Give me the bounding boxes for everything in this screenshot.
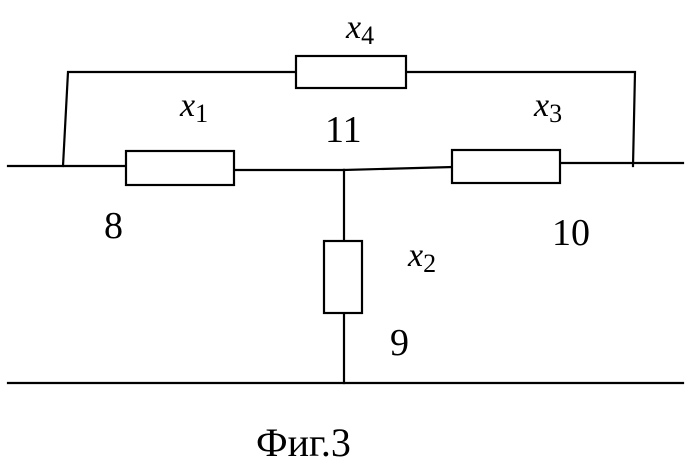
resistor-x1 [126, 151, 234, 185]
node-label-10: 10 [552, 212, 590, 254]
figure-caption: Фиг.3 [256, 420, 351, 465]
label-x2: x2 [407, 237, 436, 278]
wire-main-middle-right [344, 167, 452, 170]
node-label-9: 9 [390, 322, 409, 364]
node-label-11: 11 [325, 109, 362, 151]
node-label-8: 8 [104, 205, 123, 247]
resistor-x2 [324, 241, 362, 313]
resistor-x4 [296, 56, 406, 88]
label-x3: x3 [533, 87, 562, 128]
label-x1: x1 [179, 87, 208, 128]
resistor-x3 [452, 150, 560, 183]
label-x4: x4 [345, 9, 374, 50]
